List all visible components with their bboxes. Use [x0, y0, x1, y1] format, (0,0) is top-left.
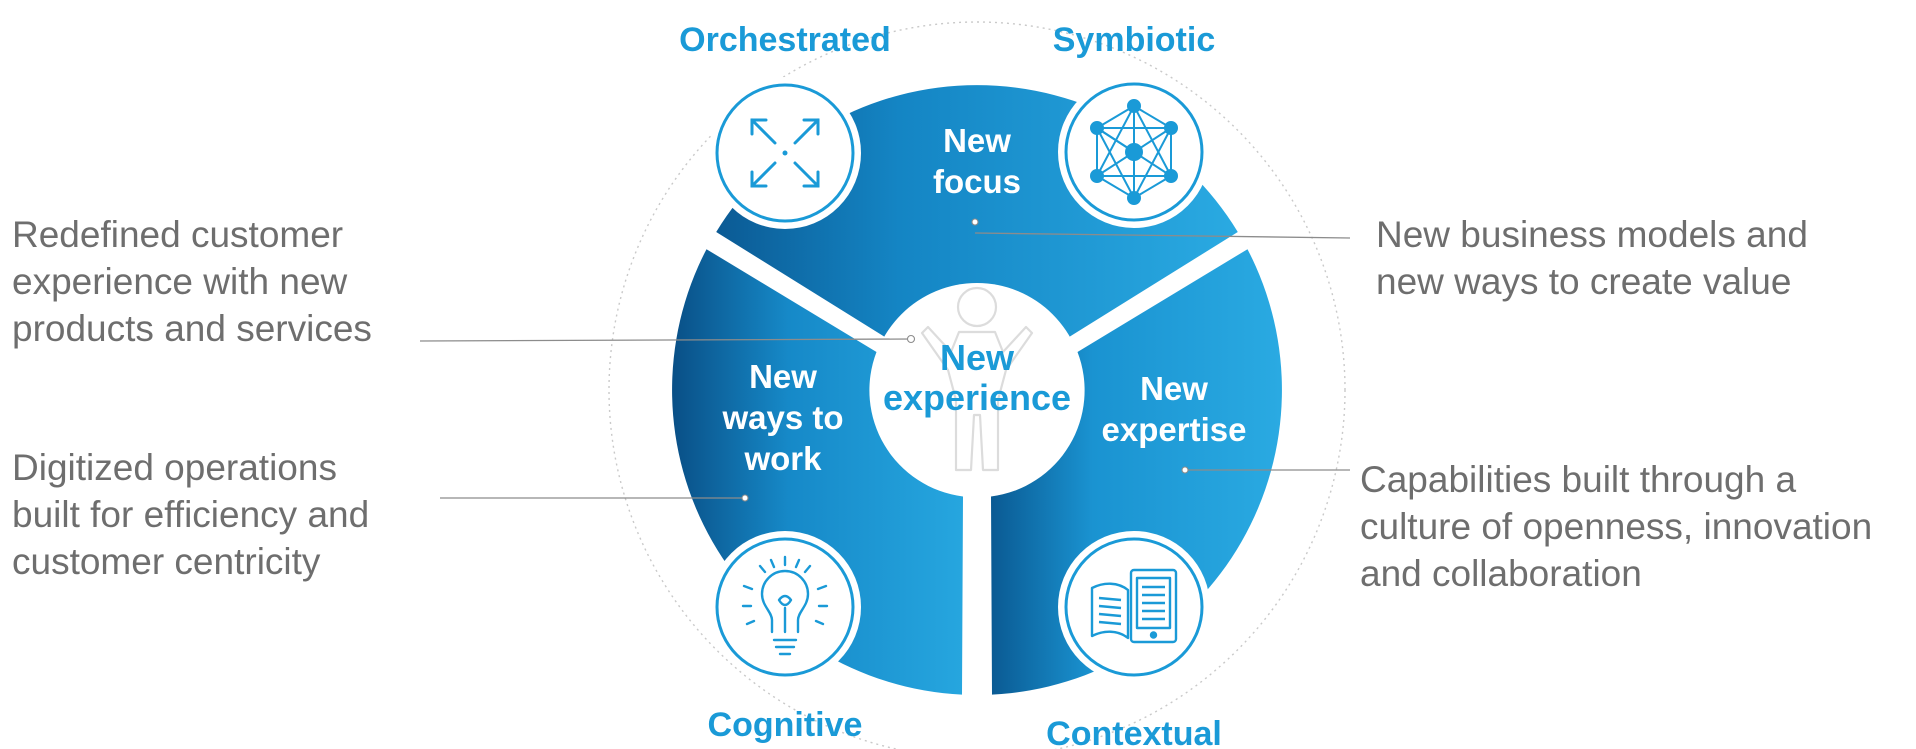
badge-contextual — [1058, 531, 1210, 683]
outer-guide-circle — [608, 21, 1346, 749]
callout-digitized-operations: Digitized operations built for efficienc… — [12, 444, 369, 585]
connector-business — [974, 232, 1351, 239]
lightbulb-icon — [741, 555, 829, 656]
badge-orchestrated — [709, 77, 861, 229]
connector-dot-operations — [741, 494, 749, 502]
callout-customer-line2: experience with new — [12, 261, 348, 302]
badge-title-orchestrated: Orchestrated — [679, 21, 891, 59]
callout-capabilities-line2: culture of openness, innovation — [1360, 506, 1873, 547]
badge-title-contextual: Contextual — [1046, 715, 1222, 749]
callout-capabilities: Capabilities built through a culture of … — [1360, 456, 1872, 597]
connector-dot-business — [971, 218, 979, 226]
callout-capabilities-line1: Capabilities built through a — [1360, 459, 1797, 500]
callout-business-models: New business models and new ways to crea… — [1376, 211, 1808, 305]
connector-customer — [419, 338, 912, 342]
segment-label-expertise-line2: expertise — [1102, 411, 1247, 448]
connector-dot-capabilities — [1181, 466, 1189, 474]
center-label-line1: New — [940, 337, 1015, 378]
callout-operations-line2: built for efficiency and — [12, 494, 370, 535]
center-label-line2: experience — [883, 377, 1071, 418]
segment-label-focus-line2: focus — [933, 163, 1021, 200]
connector-dot-customer — [906, 334, 916, 344]
callout-customer-line3: products and services — [12, 308, 372, 349]
badge-title-cognitive: Cognitive — [708, 706, 863, 744]
badge-title-symbiotic: Symbiotic — [1053, 21, 1215, 59]
segment-label-focus-line1: New — [943, 122, 1011, 159]
network-icon — [1090, 99, 1178, 205]
segment-label-expertise-line1: New — [1140, 370, 1208, 407]
callout-business-line1: New business models and — [1376, 214, 1808, 255]
callout-capabilities-line3: and collaboration — [1360, 553, 1642, 594]
callout-operations-line3: customer centricity — [12, 541, 321, 582]
badge-symbiotic — [1058, 76, 1210, 228]
badge-cognitive — [709, 531, 861, 683]
person-icon — [920, 286, 1034, 472]
segment-label-work-line3: work — [743, 440, 822, 477]
callout-business-line2: new ways to create value — [1376, 261, 1792, 302]
callout-operations-line1: Digitized operations — [12, 447, 337, 488]
callout-customer-line1: Redefined customer — [12, 214, 344, 255]
segment-label-work-line2: ways to — [721, 399, 843, 436]
callout-customer-experience: Redefined customer experience with new p… — [12, 211, 372, 352]
segment-label-work-line1: New — [749, 358, 817, 395]
book-tablet-icon — [1090, 568, 1178, 644]
expand-arrows-icon — [750, 118, 820, 188]
